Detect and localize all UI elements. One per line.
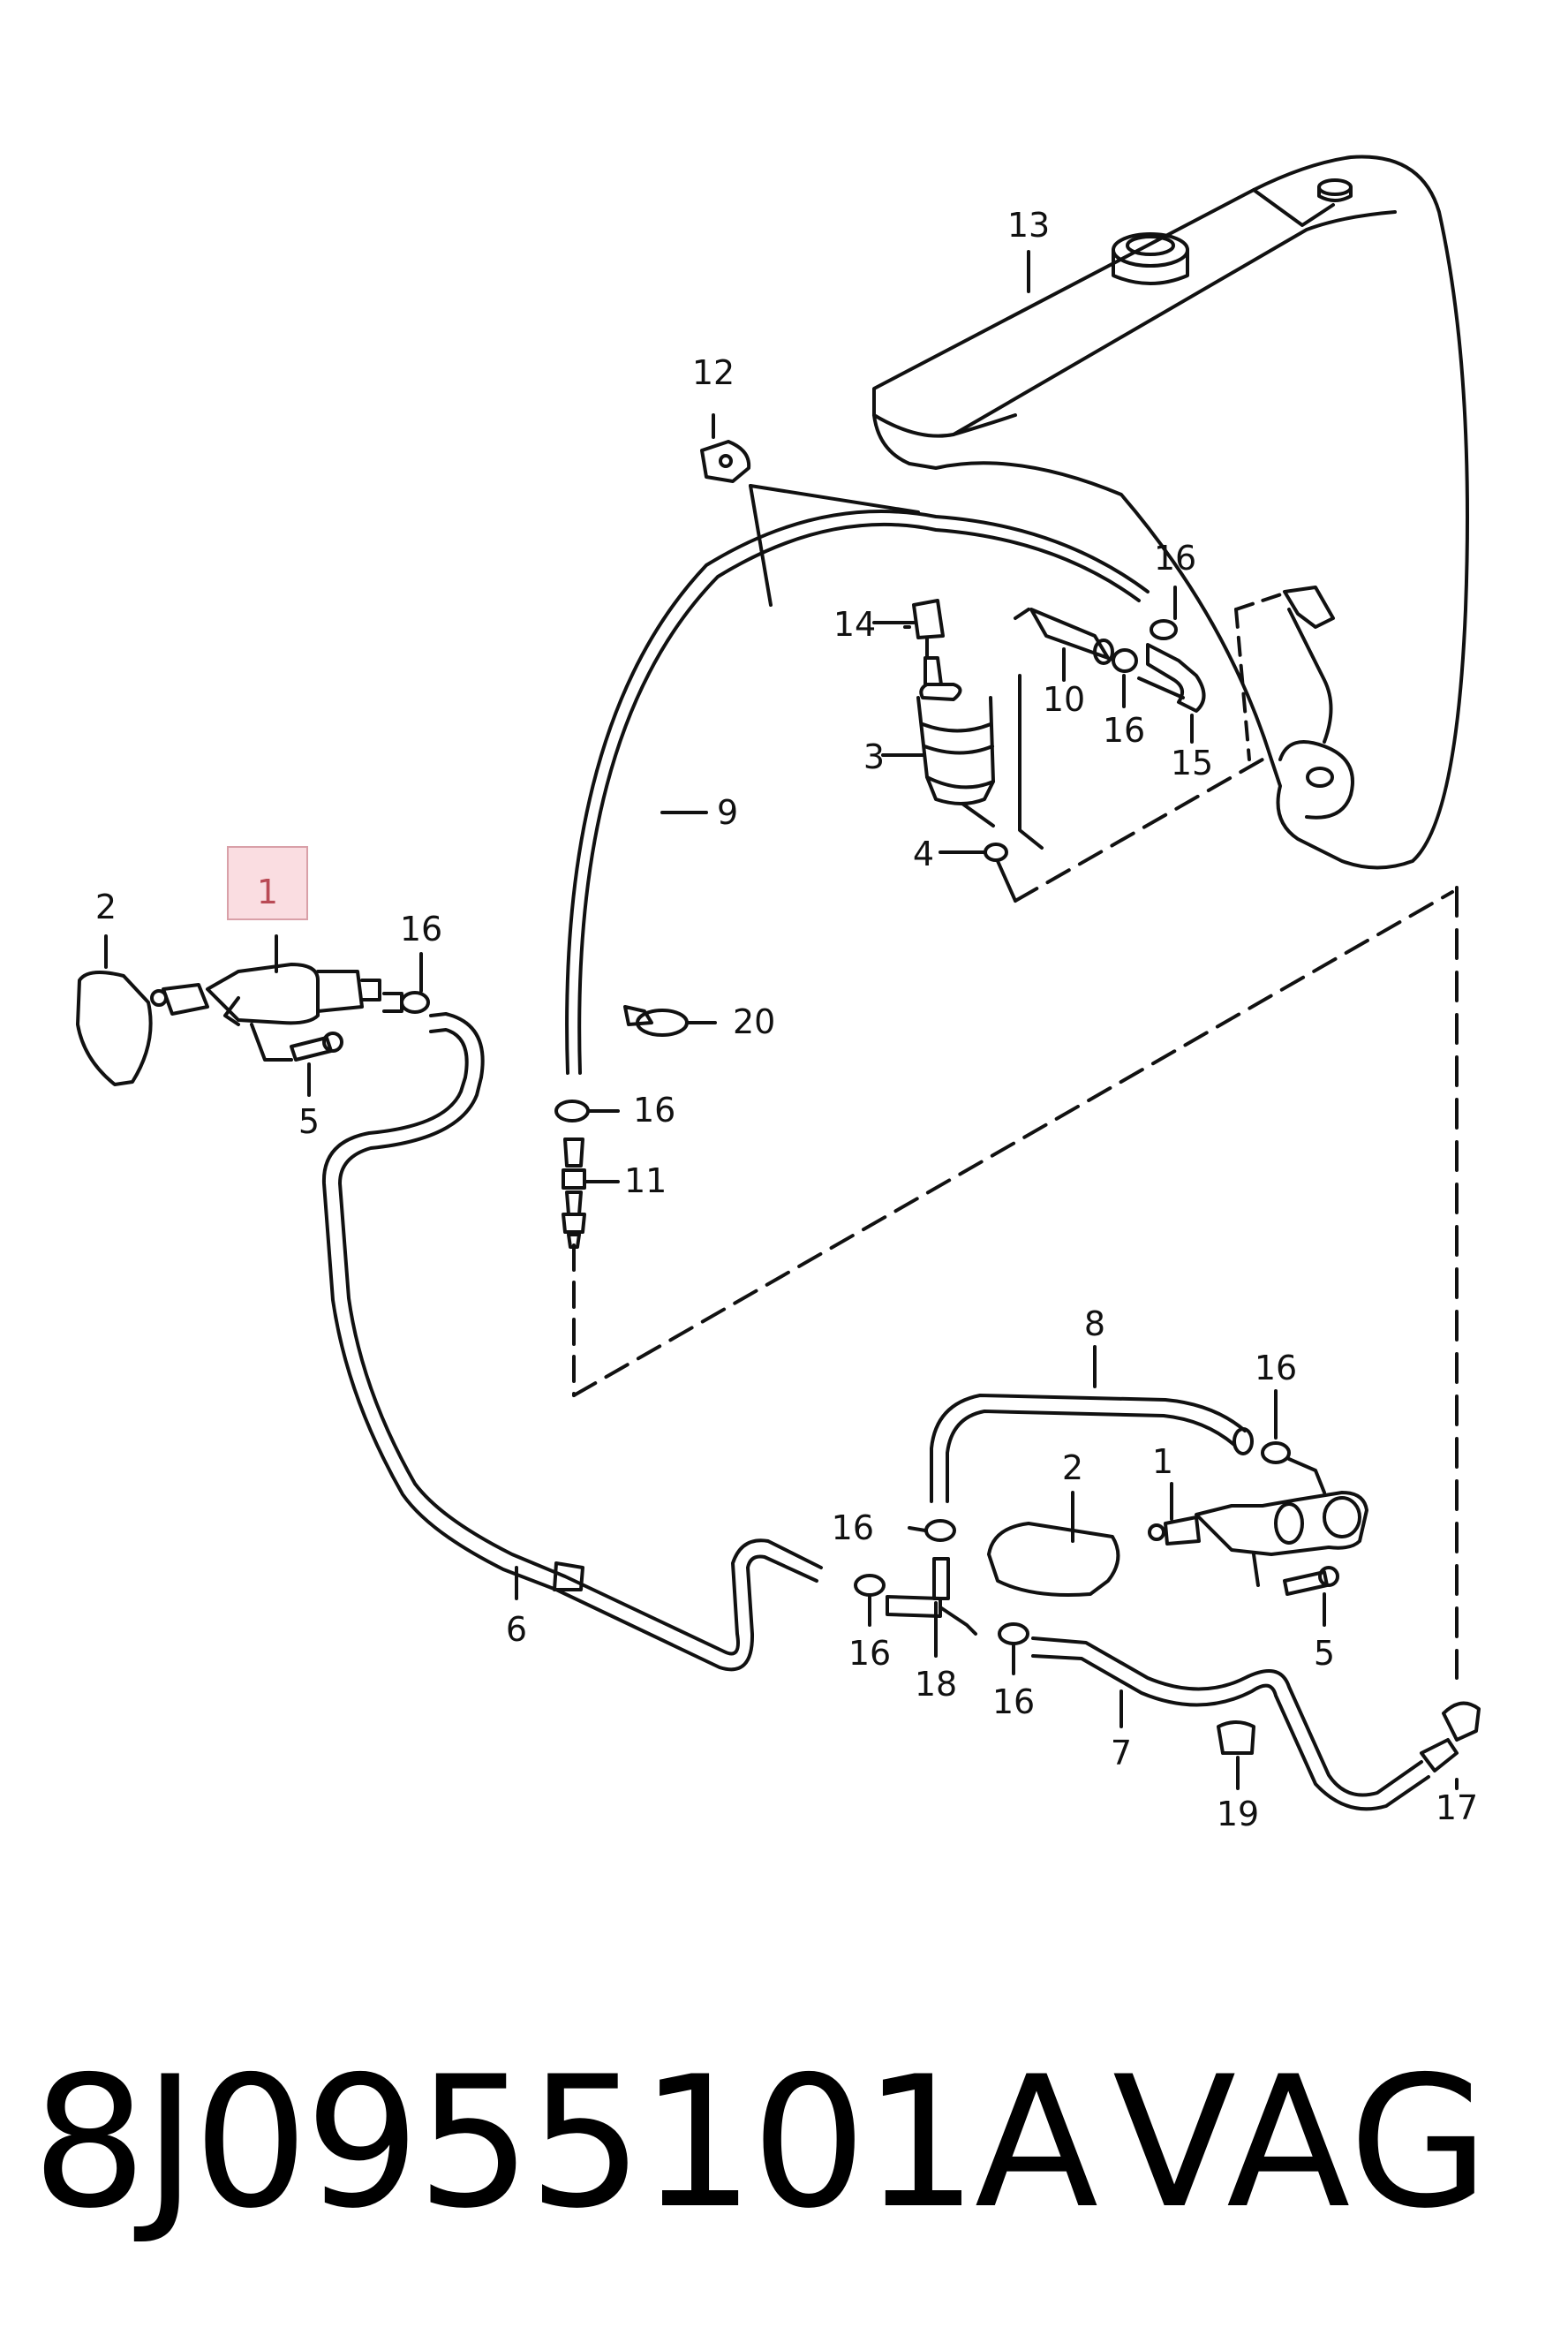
clip-20 bbox=[623, 1005, 717, 1037]
callout-5-left: 5 bbox=[298, 1102, 320, 1141]
callout-9: 9 bbox=[717, 793, 738, 832]
clip-12 bbox=[700, 413, 920, 607]
hose-9 bbox=[565, 510, 1150, 1075]
callout-10: 10 bbox=[1043, 680, 1085, 719]
callout-14: 14 bbox=[833, 605, 876, 644]
brand-name: VAG bbox=[1112, 2038, 1491, 2249]
connector-11 bbox=[554, 1100, 620, 1249]
washer-reservoir bbox=[872, 155, 1469, 870]
callout-5-right: 5 bbox=[1314, 1634, 1335, 1673]
callout-16-hose: 16 bbox=[633, 1091, 675, 1130]
callout-15: 15 bbox=[1171, 744, 1213, 782]
right-headlight-washer-nozzle bbox=[987, 1441, 1368, 1597]
hose-6 bbox=[321, 1012, 823, 1672]
part-number: 8J0955101A bbox=[32, 2038, 1098, 2249]
callout-1-right: 1 bbox=[1152, 1442, 1173, 1481]
left-headlight-washer-nozzle bbox=[76, 963, 430, 1086]
callout-19: 19 bbox=[1217, 1795, 1259, 1833]
callout-4: 4 bbox=[913, 835, 934, 873]
callout-13: 13 bbox=[1007, 206, 1050, 245]
callout-16-tee-left: 16 bbox=[848, 1634, 891, 1673]
callout-2-right: 2 bbox=[1062, 1448, 1083, 1487]
callout-16-right-top: 16 bbox=[1255, 1349, 1297, 1387]
callout-18: 18 bbox=[915, 1665, 957, 1704]
callout-16-top: 16 bbox=[1154, 539, 1196, 578]
callout-16-tee-right: 16 bbox=[992, 1682, 1035, 1721]
callout-7: 7 bbox=[1111, 1734, 1132, 1772]
callout-16-mid: 16 bbox=[1103, 711, 1145, 750]
callout-8: 8 bbox=[1084, 1304, 1105, 1343]
callout-1-highlighted: 1 bbox=[257, 873, 278, 911]
hose-8 bbox=[930, 1394, 1254, 1503]
callout-16-tee-top: 16 bbox=[832, 1508, 874, 1547]
callout-16-left: 16 bbox=[400, 910, 442, 949]
callout-12: 12 bbox=[692, 353, 735, 392]
washer-pump-3 bbox=[912, 599, 1264, 903]
callout-20: 20 bbox=[733, 1002, 775, 1041]
callout-2-left: 2 bbox=[95, 888, 117, 926]
callout-17: 17 bbox=[1436, 1788, 1478, 1827]
highlight-box bbox=[227, 846, 308, 920]
callout-3: 3 bbox=[863, 737, 885, 776]
hose-7 bbox=[1031, 1636, 1481, 1811]
hose-10 bbox=[1014, 608, 1114, 665]
callout-11: 11 bbox=[624, 1161, 667, 1200]
clamp-16-upper bbox=[1112, 619, 1206, 713]
callout-6: 6 bbox=[506, 1610, 527, 1649]
